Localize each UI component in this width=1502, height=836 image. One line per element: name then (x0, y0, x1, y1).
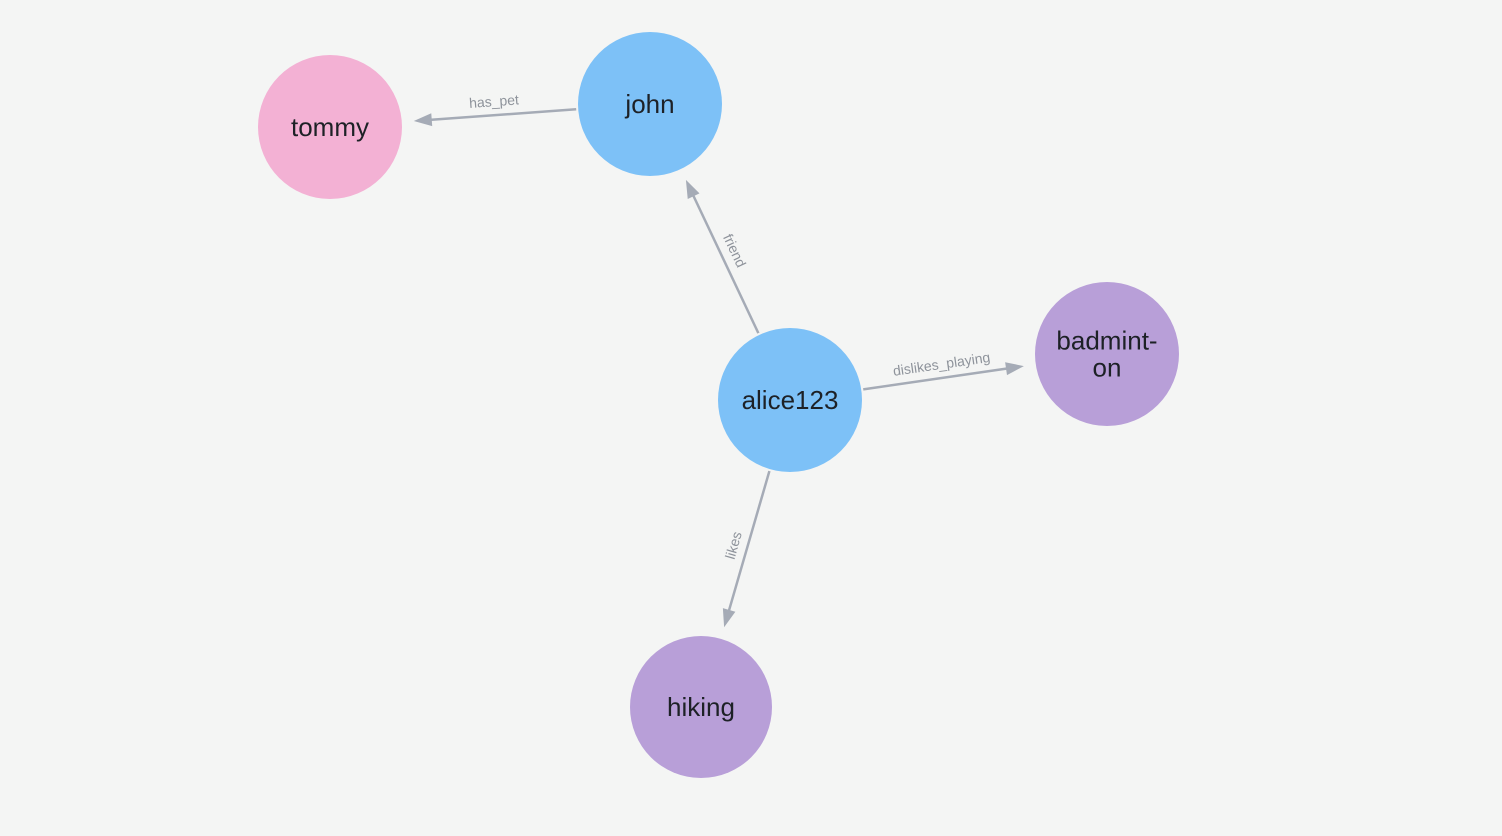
edge-line (691, 193, 760, 334)
arrowhead-icon (722, 608, 736, 628)
arrowhead-icon (1005, 362, 1024, 376)
node-circle[interactable] (578, 32, 722, 176)
node-circle[interactable] (258, 55, 402, 199)
node-hiking[interactable]: hiking (630, 636, 772, 778)
edge-likes[interactable]: likes (722, 470, 771, 628)
node-alice123[interactable]: alice123 (718, 328, 862, 472)
node-tommy[interactable]: tommy (258, 55, 402, 199)
edge-has_pet[interactable]: has_pet (413, 91, 577, 127)
edge-line (429, 108, 577, 122)
node-john[interactable]: john (578, 32, 722, 176)
node-label: tommy (291, 112, 369, 142)
edge-label: dislikes_playing (892, 349, 991, 379)
edge-line (727, 470, 771, 613)
edge-label: likes (722, 530, 745, 561)
arrowhead-icon (413, 113, 433, 127)
node-label: badmint-on (1056, 326, 1157, 383)
edge-label: has_pet (469, 91, 520, 111)
node-circle[interactable] (1035, 282, 1179, 426)
arrowhead-icon (685, 179, 700, 199)
node-label: john (624, 89, 674, 119)
edge-line (863, 367, 1009, 391)
node-label: hiking (667, 692, 735, 722)
node-label: alice123 (742, 385, 839, 415)
node-badminton[interactable]: badmint-on (1035, 282, 1179, 426)
node-circle[interactable] (630, 636, 772, 778)
edge-dislikes_playing[interactable]: dislikes_playing (863, 349, 1024, 391)
edge-friend[interactable]: friend (685, 179, 760, 334)
node-circle[interactable] (718, 328, 862, 472)
